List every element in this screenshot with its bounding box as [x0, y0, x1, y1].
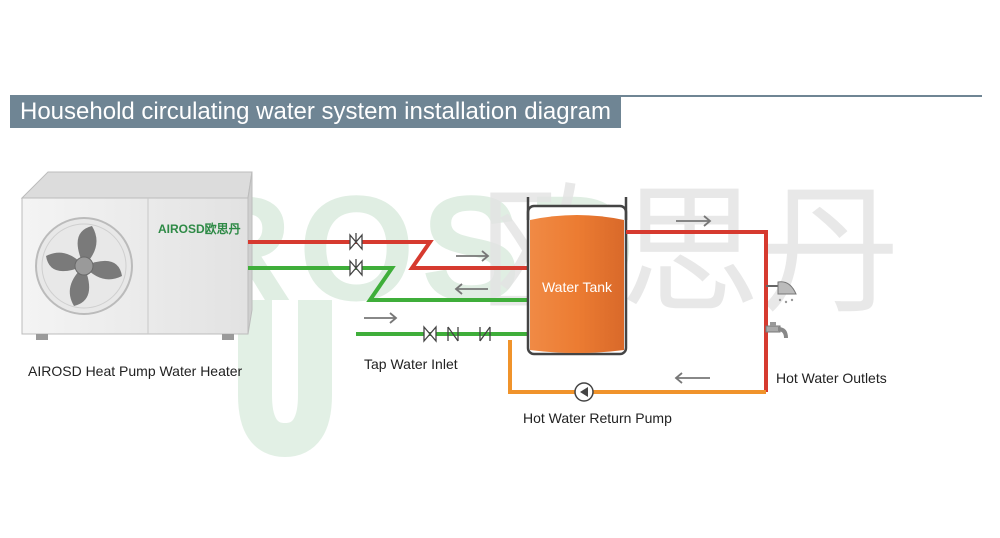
check-valve-icon	[447, 326, 459, 342]
valve-icon	[349, 233, 363, 251]
tank-label: Water Tank	[542, 279, 613, 295]
arrow-right-icon	[456, 250, 490, 262]
diagram-title: Household circulating water system insta…	[10, 96, 621, 128]
inlet-valve-icon	[423, 325, 437, 343]
return-pipe	[508, 340, 766, 394]
heat-pump-label: AIROSD Heat Pump Water Heater	[28, 363, 243, 379]
valve-icon	[349, 259, 363, 277]
arrow-left-icon	[454, 283, 488, 295]
arrow-right-icon	[676, 215, 712, 227]
return-pump-label: Hot Water Return Pump	[523, 410, 672, 426]
hot-supply-pipe	[248, 240, 528, 270]
hot-outlet-pipe	[626, 230, 768, 392]
faucet-icon	[765, 322, 788, 339]
strainer-icon	[479, 326, 491, 342]
heat-pump-unit: AIROSD欧思丹	[20, 171, 253, 340]
water-tank: Water Tank	[526, 197, 628, 356]
flow-arrows	[364, 215, 712, 384]
shower-icon	[766, 281, 797, 304]
watermark-o-tail	[238, 300, 332, 458]
heat-pump-brand: AIROSD欧思丹	[158, 221, 241, 236]
cold-return-pipe	[248, 266, 528, 302]
fan-icon	[35, 217, 133, 315]
hot-outlets-label: Hot Water Outlets	[776, 370, 887, 386]
arrow-right-icon	[364, 312, 398, 324]
arrow-left-icon	[674, 372, 710, 384]
return-pump-icon	[574, 382, 594, 402]
tap-inlet-label: Tap Water Inlet	[364, 356, 458, 372]
